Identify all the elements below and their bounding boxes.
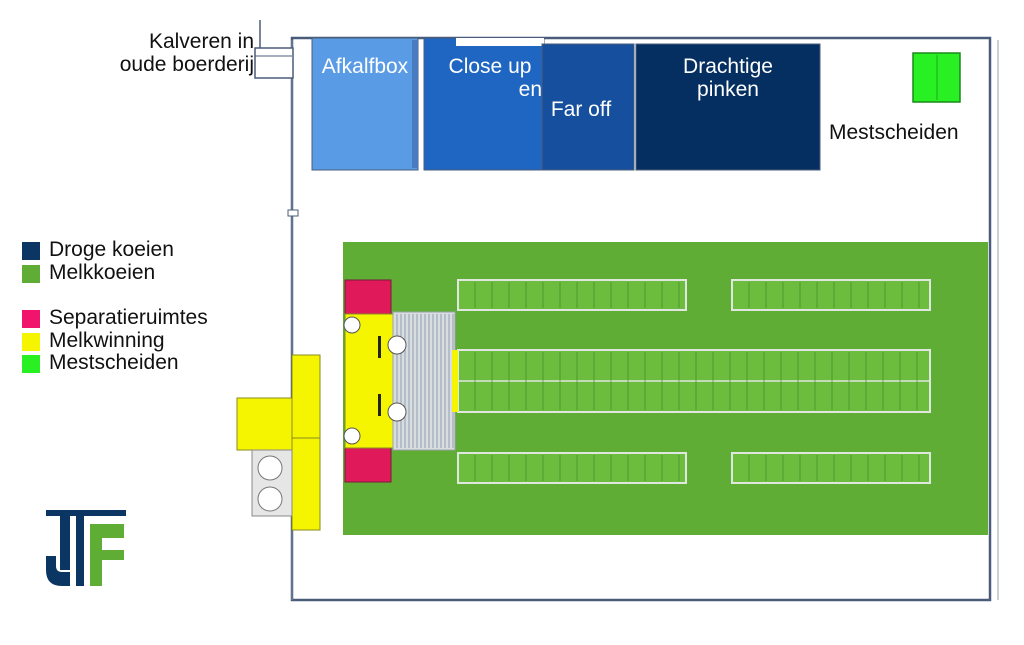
stall-row-bottom-right [731, 452, 931, 484]
legend-swatch [22, 265, 40, 283]
heifers-label: Drachtige pinken [636, 55, 820, 101]
heifers-room [635, 43, 821, 171]
close-up-room [423, 37, 545, 171]
legend-label: Melkkoeien [49, 261, 156, 284]
stall-row-top-right [731, 279, 931, 311]
legend-swatch [22, 355, 40, 373]
heifers-label-line2: pinken [697, 78, 759, 101]
milk-room-west [236, 397, 293, 451]
milking-exit-strip [452, 350, 458, 412]
calving-box-label: Afkalfbox [321, 55, 409, 78]
manure-separation-room [912, 52, 961, 103]
legend-swatch [22, 242, 40, 260]
milking-pit [392, 311, 456, 451]
calves-label-line1: Kalveren in [148, 30, 254, 53]
close-up-label-line2: en [518, 78, 542, 101]
calving-box-room [311, 37, 419, 171]
legend-swatch [22, 333, 40, 351]
legend-label: Separatieruimtes [49, 306, 208, 329]
manure-separation-label: Mestscheiden [829, 121, 959, 144]
stall-row-top-left [457, 279, 687, 311]
calves-label: Kalveren in oude boerderij [120, 30, 254, 76]
close-up-label-line1: Close up [448, 55, 532, 78]
far-off-room [541, 43, 635, 171]
separation-room-top [344, 279, 392, 315]
legend-swatch [22, 310, 40, 328]
calves-label-line2: oude boerderij [119, 53, 254, 76]
legend-label: Droge koeien [49, 238, 174, 261]
stall-row-bottom-left [457, 452, 687, 484]
legend-label: Mestscheiden [49, 351, 179, 374]
stall-row-middle [457, 349, 931, 413]
passage-to-old-farm [254, 47, 294, 79]
heifers-label-line1: Drachtige [683, 55, 773, 78]
close-up-label: Close up en [430, 55, 550, 101]
legend-label: Melkwinning [49, 329, 165, 352]
company-logo [46, 510, 126, 586]
milk-room-annex [291, 354, 321, 531]
separation-room-bottom [344, 447, 392, 483]
far-off-label: Far off [550, 98, 612, 121]
